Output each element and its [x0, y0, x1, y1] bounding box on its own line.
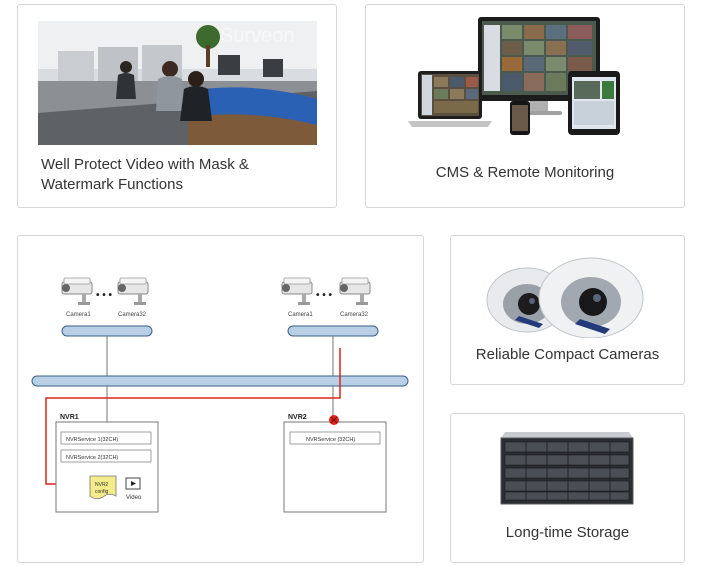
- office-photo: Surveon: [38, 21, 317, 145]
- cms-card: CMS & Remote Monitoring: [365, 4, 685, 208]
- storage-caption: Long-time Storage: [505, 524, 630, 541]
- camera-group-left: • • • Camera1 Camera32: [61, 277, 149, 318]
- cms-caption: CMS & Remote Monitoring: [435, 164, 615, 181]
- camera-label-first-right: Camera1: [288, 312, 313, 318]
- storage-card: Long-time Storage: [450, 413, 685, 563]
- caption-line-1: Well Protect Video with Mask &: [41, 156, 249, 173]
- video-protect-caption: Well Protect Video with Mask & Watermark…: [41, 155, 336, 195]
- nvr1-service2: NVRService 2(32CH): [66, 455, 118, 461]
- switch-bar-left: [61, 325, 153, 337]
- cameras-card: Reliable Compact Cameras: [450, 235, 685, 385]
- dome-cameras-image: [486, 257, 644, 338]
- nvr2-service: NVRService (32CH): [306, 437, 355, 443]
- switch-bar-right: [287, 325, 379, 337]
- cameras-caption: Reliable Compact Cameras: [475, 346, 660, 363]
- storage-array-image: [500, 432, 634, 505]
- watermark-text: Surveon: [220, 25, 295, 47]
- config-label-1: NVR2: [95, 482, 109, 488]
- camera-ellipsis-left: • • •: [96, 290, 113, 301]
- main-network-bus: [31, 375, 409, 387]
- camera-ellipsis-right: • • •: [316, 290, 333, 301]
- video-protect-card: Surveon Well Protect Video with Mask & W…: [17, 4, 337, 208]
- camera-label-last-left: Camera32: [118, 312, 147, 318]
- devices-illustration: [408, 17, 620, 135]
- camera-label-last-right: Camera32: [340, 312, 369, 318]
- nvr2-title: NVR2: [288, 414, 307, 421]
- camera-label-first-left: Camera1: [66, 312, 91, 318]
- nvr2-config-doc: [89, 475, 117, 500]
- caption-line-2: Watermark Functions: [41, 176, 183, 193]
- camera-group-right: • • • Camera1 Camera32: [281, 277, 371, 318]
- nvr1-service1: NVRService 1(32CH): [66, 437, 118, 443]
- video-label: Video: [126, 495, 142, 501]
- nvr1-title: NVR1: [60, 414, 79, 421]
- config-label-2: config: [95, 489, 109, 495]
- nvr-failover-diagram: • • • Camera1 Camera32 • • • Camera1 Cam…: [31, 277, 409, 513]
- nvr-diagram-card: • • • Camera1 Camera32 • • • Camera1 Cam…: [17, 235, 424, 563]
